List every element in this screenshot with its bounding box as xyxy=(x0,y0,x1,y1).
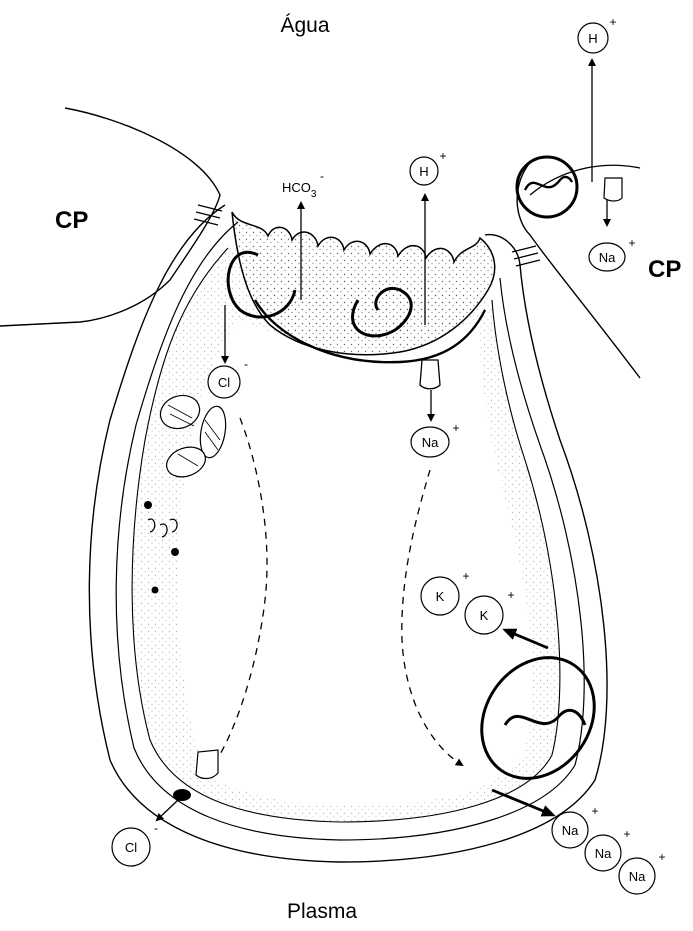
svg-text:+: + xyxy=(507,588,514,602)
arrow-cl-basal xyxy=(157,800,178,820)
ion-h-top: H + xyxy=(578,15,617,53)
svg-text:+: + xyxy=(609,15,616,29)
svg-text:Na: Na xyxy=(629,869,646,884)
pavement-exchanger xyxy=(517,157,640,217)
label-cp-left: CP xyxy=(55,207,88,234)
svg-text:Na: Na xyxy=(595,846,612,861)
basolateral-cl-pore xyxy=(173,789,191,801)
label-cp-right: CP xyxy=(648,256,681,283)
svg-text:+: + xyxy=(452,421,459,435)
svg-text:Na: Na xyxy=(562,823,579,838)
svg-text:+: + xyxy=(439,149,446,163)
svg-text:Cl: Cl xyxy=(125,840,137,855)
svg-text:+: + xyxy=(462,569,469,583)
svg-text:Na: Na xyxy=(422,435,439,450)
tight-junction-left xyxy=(194,205,222,225)
ion-na-basal-3: Na + xyxy=(619,850,666,894)
svg-text:K: K xyxy=(436,589,445,604)
ion-na-pavement: Na + xyxy=(589,236,636,271)
ion-h-mid: H + xyxy=(410,149,447,185)
svg-text:-: - xyxy=(244,357,248,371)
svg-text:H: H xyxy=(419,164,428,179)
svg-text:-: - xyxy=(320,169,324,183)
label-agua: Água xyxy=(280,14,329,37)
svg-text:+: + xyxy=(628,236,635,250)
svg-text:Cl: Cl xyxy=(218,375,230,390)
ion-hco3: HCO3 - xyxy=(282,169,324,200)
svg-text:+: + xyxy=(658,850,665,864)
svg-text:HCO3: HCO3 xyxy=(282,180,317,200)
svg-text:H: H xyxy=(588,31,597,46)
tight-junction-right xyxy=(512,246,540,266)
svg-text:Na: Na xyxy=(599,250,616,265)
svg-text:K: K xyxy=(480,608,489,623)
ion-cl-basal: Cl - xyxy=(112,821,158,866)
apical-channel-na xyxy=(420,360,440,389)
label-plasma: Plasma xyxy=(287,900,357,923)
arrow-na-basal xyxy=(492,790,553,815)
pavement-cell-left xyxy=(0,108,220,326)
svg-text:+: + xyxy=(623,827,630,841)
svg-text:+: + xyxy=(591,804,598,818)
svg-text:-: - xyxy=(154,821,158,835)
basolateral-cl-channel xyxy=(196,750,218,779)
